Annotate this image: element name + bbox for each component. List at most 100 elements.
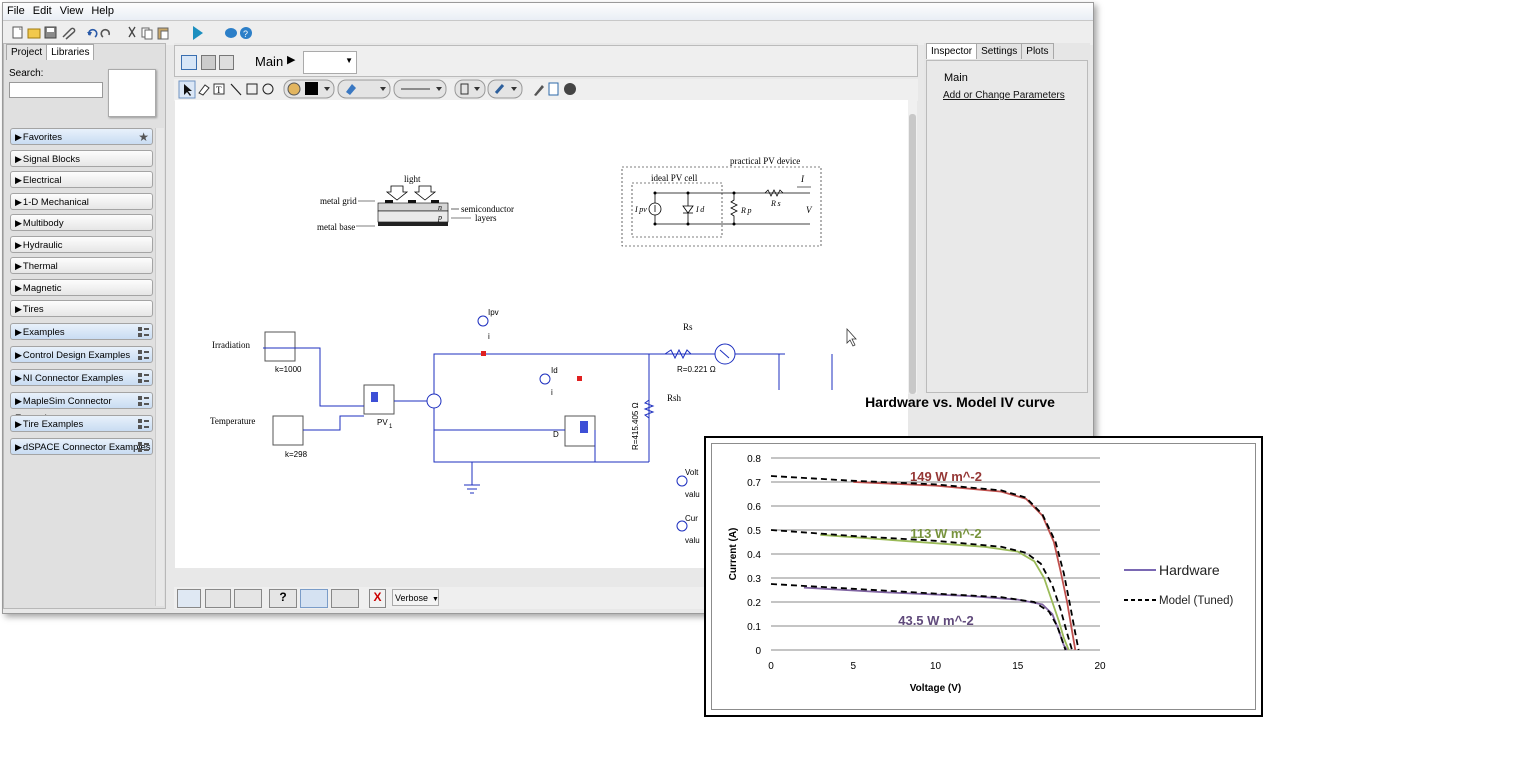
library-item[interactable]: ▶Tires — [10, 300, 153, 317]
text-tool-icon[interactable]: T — [213, 83, 225, 95]
model-series-line — [770, 583, 1067, 651]
table-view-icon[interactable] — [201, 55, 216, 70]
temperature-block[interactable] — [272, 415, 304, 446]
new-file-icon[interactable] — [12, 26, 23, 39]
library-item[interactable]: ▶Favorites ★ — [10, 128, 153, 145]
svg-text:T: T — [216, 85, 222, 95]
library-item[interactable]: ▶MapleSim Connector Examples — [10, 392, 153, 424]
eraser-icon[interactable] — [198, 84, 210, 96]
left-scrollbar[interactable] — [155, 128, 164, 606]
align-icon[interactable] — [454, 79, 486, 99]
expand-arrow-icon: ▶ — [15, 132, 22, 142]
grid-view-icon[interactable] — [138, 419, 149, 429]
diagram-view-icon[interactable] — [181, 55, 197, 70]
tab-plots[interactable]: Plots — [1021, 43, 1054, 59]
canvas-vscrollbar[interactable] — [908, 100, 917, 394]
mouse-cursor-icon — [846, 327, 857, 347]
rectangle-tool-icon[interactable] — [246, 83, 258, 95]
bottom-diagram-icon[interactable] — [177, 589, 201, 608]
grid-view-icon[interactable] — [138, 373, 149, 383]
library-item-label: Multibody — [22, 218, 64, 229]
id-sensor[interactable] — [539, 373, 551, 385]
grid-view-icon[interactable] — [138, 350, 149, 360]
library-item[interactable]: ▶Examples — [10, 323, 153, 340]
undo-icon[interactable] — [87, 28, 98, 38]
subsystem-dropdown[interactable]: ▼ — [303, 51, 357, 74]
tab-project[interactable]: Project — [6, 44, 48, 60]
pen-icon[interactable] — [534, 85, 544, 96]
library-item[interactable]: ▶Thermal — [10, 257, 153, 274]
breadcrumb[interactable]: Main — [255, 54, 284, 69]
tab-settings[interactable]: Settings — [976, 43, 1023, 59]
grid-view-icon[interactable] — [138, 327, 149, 337]
tab-libraries[interactable]: Libraries — [46, 44, 95, 60]
ellipse-tool-icon[interactable] — [262, 83, 274, 95]
label-rp: R p — [740, 206, 752, 215]
run-simulation-icon[interactable] — [193, 26, 203, 40]
tab-inspector[interactable]: Inspector — [926, 43, 978, 59]
attach-icon[interactable] — [62, 27, 76, 40]
cut-icon[interactable] — [128, 26, 136, 38]
library-item-label: 1-D Mechanical — [22, 197, 89, 208]
library-item[interactable]: ▶1-D Mechanical — [10, 193, 153, 210]
label-id-diode: I d — [695, 205, 705, 214]
scroll-thumb[interactable] — [909, 114, 916, 394]
color-picker-icon[interactable] — [283, 79, 335, 99]
save-icon[interactable] — [44, 26, 57, 39]
menu-file[interactable]: File — [7, 5, 25, 17]
rs-resistor[interactable] — [664, 348, 692, 360]
search-input[interactable] — [9, 82, 103, 98]
label-i2: i — [551, 388, 553, 397]
paste-icon[interactable] — [157, 27, 169, 40]
notes-icon[interactable] — [548, 82, 559, 96]
expand-arrow-icon: ▶ — [15, 442, 22, 452]
library-item[interactable]: ▶Tire Examples — [10, 415, 153, 432]
grid-view-icon[interactable] — [138, 442, 149, 452]
voltage-output[interactable] — [676, 475, 688, 487]
pv-cell-illustration: light n p metal grid metal base semicond… — [317, 174, 514, 232]
library-item[interactable]: ▶Control Design Examples — [10, 346, 153, 363]
pointer-icon[interactable] — [184, 84, 192, 96]
help-icon[interactable]: ? — [240, 27, 252, 39]
library-item[interactable]: ▶Signal Blocks — [10, 150, 153, 167]
label-irradiation: Irradiation — [212, 340, 250, 350]
bottom-log-icon[interactable] — [300, 589, 328, 608]
library-item[interactable]: ▶Electrical — [10, 171, 153, 188]
line-tool-icon[interactable] — [230, 83, 242, 96]
menu-help[interactable]: Help — [91, 5, 114, 17]
star-icon[interactable]: ★ — [138, 130, 149, 144]
library-item[interactable]: ▶dSPACE Connector Examples — [10, 438, 153, 455]
line-style-icon[interactable] — [393, 79, 447, 99]
library-item[interactable]: ▶NI Connector Examples — [10, 369, 153, 386]
bottom-help-icon[interactable]: ? — [269, 589, 297, 608]
menu-edit[interactable]: Edit — [32, 5, 52, 17]
close-icon[interactable]: X — [369, 589, 386, 608]
add-parameters-link[interactable]: Add or Change Parameters — [943, 90, 1065, 101]
library-item[interactable]: ▶Magnetic — [10, 279, 153, 296]
bottom-probe-icon[interactable] — [331, 589, 359, 608]
bottom-library-icon[interactable] — [234, 589, 262, 608]
grid-view-icon[interactable] — [138, 396, 149, 406]
chat-icon[interactable] — [225, 28, 237, 38]
fill-color-icon[interactable] — [337, 79, 391, 99]
ipv-sensor[interactable] — [477, 315, 489, 327]
current-output[interactable] — [676, 520, 688, 532]
redo-icon[interactable] — [100, 28, 111, 38]
connector-icon[interactable] — [487, 79, 523, 99]
split-view-icon[interactable] — [219, 55, 234, 70]
menu-view[interactable]: View — [59, 5, 84, 17]
current-source[interactable] — [426, 393, 442, 409]
copy-icon[interactable] — [141, 27, 153, 40]
y-tick-label: 0.6 — [747, 502, 761, 513]
library-item-label: Favorites — [22, 132, 62, 143]
expand-arrow-icon: ▶ — [15, 175, 22, 185]
bottom-component-icon[interactable] — [205, 589, 231, 608]
settings-gear-icon[interactable] — [564, 83, 576, 95]
open-folder-icon[interactable] — [27, 28, 41, 39]
library-item[interactable]: ▶Multibody — [10, 214, 153, 231]
library-item[interactable]: ▶Hydraulic — [10, 236, 153, 253]
pv1-block[interactable] — [363, 384, 395, 415]
irradiation-block[interactable] — [264, 331, 296, 362]
verbose-dropdown[interactable]: Verbose▼ — [392, 589, 439, 606]
rsh-resistor[interactable] — [643, 394, 655, 424]
